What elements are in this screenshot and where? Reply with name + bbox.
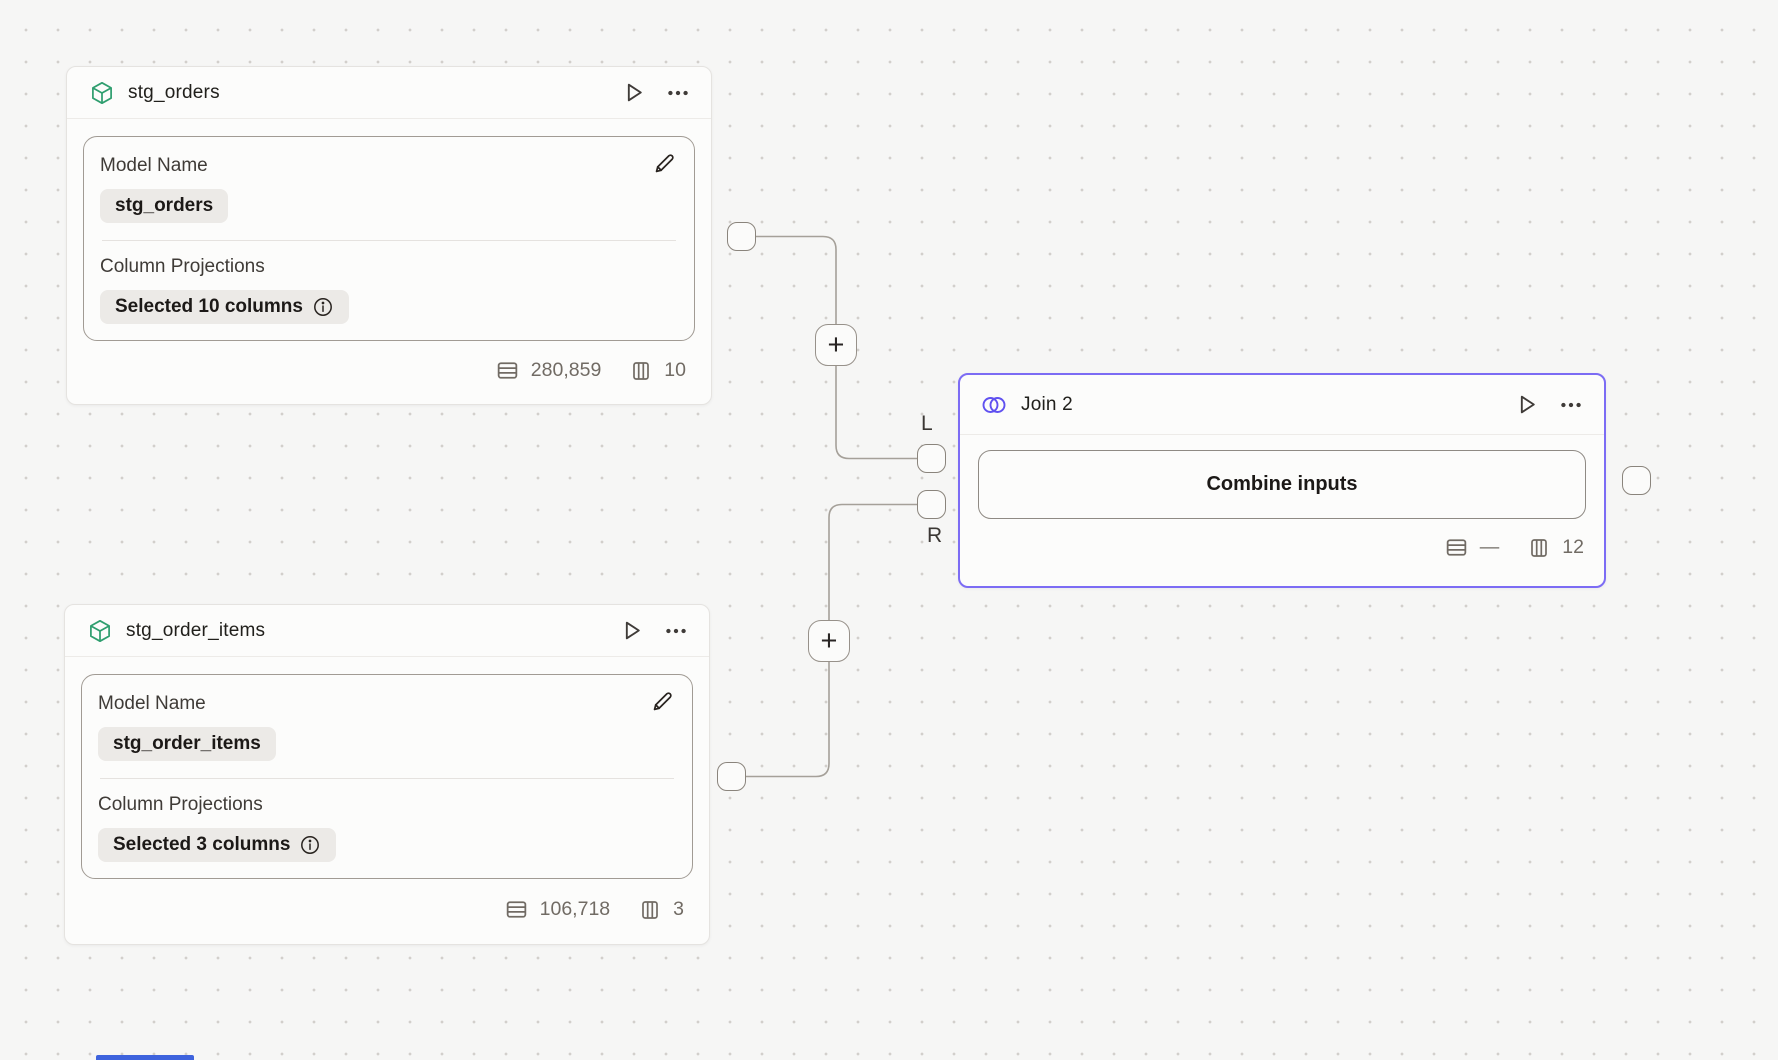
model-name-chip: stg_orders [100, 189, 229, 223]
node-title: stg_orders [128, 81, 220, 103]
edge-plus-to-join-left[interactable] [835, 366, 917, 460]
run-button[interactable] [621, 80, 646, 105]
column-projections-label: Column Projections [100, 256, 265, 277]
node-join-header: Join 2 [960, 375, 1604, 435]
node-stats: 106,718 3 [65, 879, 709, 944]
node-config-card: Model Name stg_order_items Column Projec… [81, 674, 693, 879]
column-count-icon [1527, 536, 1551, 560]
node-stats: — 12 [960, 519, 1604, 586]
model-name-chip: stg_order_items [98, 727, 276, 761]
plus-icon: + [827, 328, 845, 361]
column-projections-chip[interactable]: Selected 3 columns [98, 828, 337, 862]
join-right-port-label: R [927, 524, 943, 547]
edit-pencil-icon[interactable] [652, 150, 678, 176]
add-node-on-edge-button-top[interactable]: + [815, 324, 857, 366]
port-join-left-input[interactable] [917, 444, 946, 473]
port-join-right-input[interactable] [917, 490, 946, 519]
row-count: 280,859 [530, 359, 602, 381]
port-stg-order-items-output[interactable] [717, 762, 746, 791]
edit-pencil-icon[interactable] [650, 688, 676, 714]
column-count: 10 [664, 359, 686, 381]
edge-plus-to-stg-order-items[interactable] [746, 662, 830, 778]
model-name-label: Model Name [100, 155, 208, 176]
node-stg-orders[interactable]: stg_orders Model [66, 66, 712, 405]
node-join-2[interactable]: Join 2 Combine inputs [958, 373, 1606, 588]
row-count-icon [495, 358, 520, 383]
node-stg-order-items[interactable]: stg_order_items [64, 604, 710, 945]
node-title: Join 2 [1021, 393, 1073, 415]
column-projections-label: Column Projections [98, 794, 263, 815]
node-config-card: Model Name stg_orders Column Projections… [83, 136, 695, 341]
node-title: stg_order_items [126, 619, 266, 641]
more-menu-icon[interactable] [663, 618, 689, 644]
row-count: — [1479, 536, 1500, 558]
model-name-label: Model Name [98, 693, 206, 714]
run-button[interactable] [1514, 392, 1539, 417]
column-count: 12 [1562, 536, 1584, 558]
cube-icon [89, 80, 115, 106]
more-menu-icon[interactable] [665, 80, 691, 106]
run-button[interactable] [619, 618, 644, 643]
partial-bottom-left-element [96, 1055, 194, 1060]
edge-join-right-to-plus[interactable] [828, 503, 917, 621]
info-icon[interactable] [312, 296, 334, 318]
column-count-icon [629, 359, 653, 383]
cube-icon [87, 618, 113, 644]
edge-stg-orders-to-plus[interactable] [756, 235, 837, 325]
column-count-icon [638, 898, 662, 922]
more-menu-icon[interactable] [1558, 392, 1584, 418]
row-count-icon [1444, 535, 1469, 560]
add-node-on-edge-button-bottom[interactable]: + [808, 620, 850, 662]
port-stg-orders-output[interactable] [727, 222, 756, 251]
combine-inputs-button[interactable]: Combine inputs [978, 450, 1586, 519]
column-projections-chip[interactable]: Selected 10 columns [100, 290, 349, 324]
join-left-port-label: L [921, 412, 933, 435]
port-join-output[interactable] [1622, 466, 1651, 495]
row-count: 106,718 [539, 898, 611, 920]
row-count-icon [504, 897, 529, 922]
node-stats: 280,859 10 [67, 341, 711, 404]
info-icon[interactable] [299, 834, 321, 856]
column-count: 3 [673, 898, 684, 920]
node-stg-orders-header: stg_orders [67, 67, 711, 119]
node-stg-order-items-header: stg_order_items [65, 605, 709, 657]
join-icon [980, 393, 1008, 417]
plus-icon: + [820, 624, 838, 657]
